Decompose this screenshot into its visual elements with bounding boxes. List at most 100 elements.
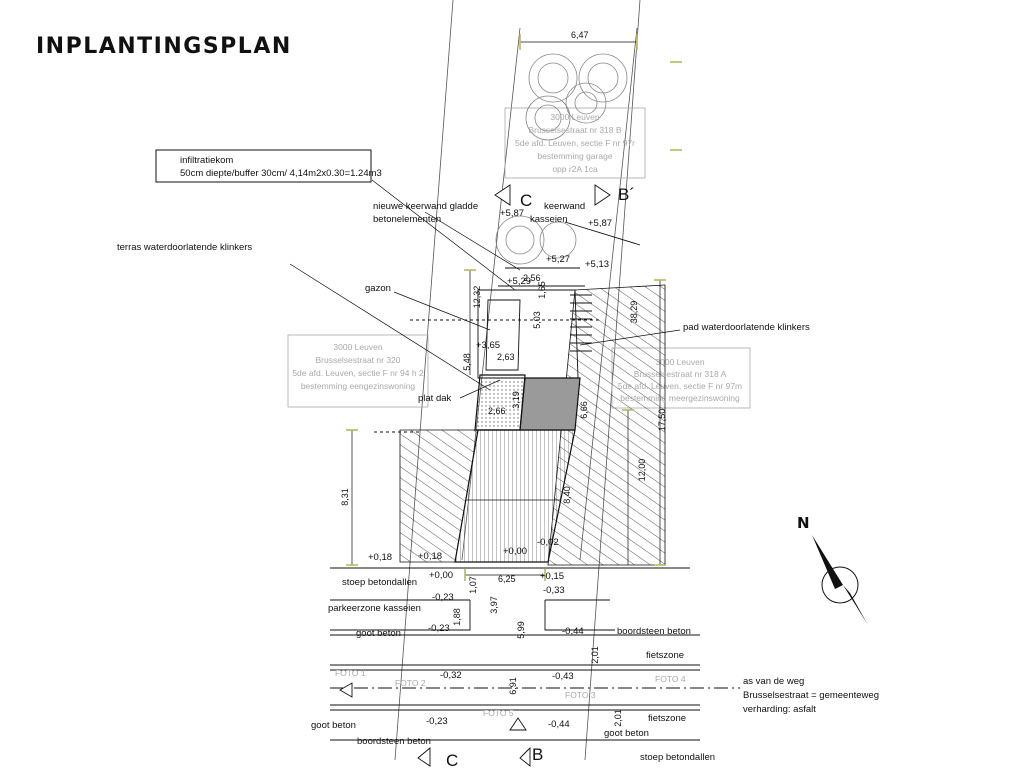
parcel-right-2: 5de afd. Leuven, sectie F nr 97m	[618, 381, 742, 391]
section-arrows	[339, 184, 611, 767]
parcel-top-1: Brusselsestraat nr 318 B	[528, 125, 621, 135]
dim-left-upper: 12,32	[472, 286, 482, 309]
photo-labels: FOTO 1 FOTO 2 FOTO 3 FOTO 4 FOTO 5	[335, 668, 686, 718]
infiltratiekom-box	[155, 149, 372, 183]
level-l7: +0,18	[368, 552, 392, 563]
dimension-lines	[351, 41, 661, 576]
label-parkeerzone: parkeerzone kasseien	[328, 603, 421, 614]
label-plat-dak: plat dak	[418, 393, 452, 404]
dim-garden-e: 2,66	[488, 406, 506, 416]
level-l3: +5,27	[546, 254, 570, 265]
label-stoep: stoep betondallen	[342, 577, 417, 588]
level-l14: -0,44	[562, 626, 584, 637]
section-b-top: B´	[618, 185, 635, 204]
parcel-top-0: 3000 Leuven	[550, 112, 599, 122]
parcel-left-1: Brusselsestraat nr 320	[315, 355, 400, 365]
label-terras: terras waterdoorlatende klinkers	[117, 242, 252, 253]
label-goot-beton-2: goot beton	[311, 720, 356, 731]
label-fietszone-1: fietszone	[646, 650, 684, 661]
label-infiltratiekom: infiltratiekom	[180, 155, 233, 166]
dim-left-lower: 8,31	[340, 488, 350, 506]
level-l12: -0,33	[543, 585, 565, 596]
building-footprint	[454, 374, 581, 563]
photo-label-5: FOTO 5	[483, 708, 514, 718]
section-letters: C B´ B C	[446, 185, 635, 768]
north-arrow: N	[797, 514, 868, 625]
dim-building-side: 6,66	[579, 401, 589, 419]
level-l6: +3,65	[476, 340, 500, 351]
dim-garden-d: 2,63	[497, 352, 515, 362]
north-label: N	[797, 514, 810, 532]
dim-road-b: 6,91	[508, 677, 518, 695]
level-l13: -0,23	[428, 623, 450, 634]
dim-garden-f: 2,56	[523, 273, 541, 283]
label-boordsteen-2: boordsteen beton	[357, 736, 431, 747]
label-boordsteen-1: boordsteen beton	[617, 626, 691, 637]
parcel-texts: 3000 Leuven Brusselsestraat nr 318 B 5de…	[292, 112, 742, 403]
photo-label-3: FOTO 3	[565, 690, 596, 700]
level-l4: +5,13	[585, 259, 609, 270]
dim-front-b: 3,97	[489, 596, 499, 614]
label-goot-beton-1: goot beton	[356, 628, 401, 639]
level-l1: +5,87	[500, 208, 524, 219]
parcel-left-0: 3000 Leuven	[333, 342, 382, 352]
dim-side-lower: 12,00	[637, 459, 647, 482]
level-l19: +0,15	[540, 571, 564, 582]
label-infiltratiekom-detail: 50cm diepte/buffer 30cm/ 4,14m2x0.30=1.2…	[180, 168, 382, 179]
dim-garden-a: 5,48	[462, 353, 472, 371]
parcel-right-3: bestemming meergezinswoning	[620, 393, 740, 403]
parcel-top-4: opp r2A 1ca	[552, 164, 598, 174]
section-b-bottom: B	[532, 745, 543, 764]
dim-front-c: 1,88	[452, 608, 462, 626]
dim-building-mid: 8,40	[562, 486, 572, 504]
label-pad: pad waterdoorlatende klinkers	[683, 322, 810, 333]
label-keerwand-2: betonelementen	[373, 214, 441, 225]
label-keerwand-kasseien-2: kasseien	[530, 214, 568, 225]
label-as-weg: as van de weg	[743, 676, 804, 687]
photo-label-4: FOTO 4	[655, 674, 686, 684]
section-c-top: C	[520, 191, 532, 210]
level-l9: +0,00	[429, 570, 453, 581]
dim-road-a: 2,01	[590, 646, 600, 664]
garden-area	[374, 221, 641, 433]
dim-side-upper: 17,50	[657, 409, 667, 432]
dim-road-c: 2,01	[613, 709, 623, 727]
dim-side-total: 38,29	[629, 301, 639, 324]
label-verharding: verharding: asfalt	[743, 704, 816, 715]
photo-label-1: FOTO 1	[335, 668, 366, 678]
label-stoep-2: stoep betondallen	[640, 752, 715, 763]
annotations: infiltratiekom 50cm diepte/buffer 30cm/ …	[117, 149, 879, 763]
label-keerwand-kasseien: keerwand	[544, 201, 585, 212]
level-l5: +5,29	[507, 276, 531, 287]
level-markers: +5,87 +5,87 +5,27 +5,13 +5,29 +3,65 +0,1…	[368, 208, 612, 730]
parcel-left-2: 5de afd. Leuven, sectie F nr 94 h 2	[292, 368, 424, 378]
level-l8: +0,18	[418, 551, 442, 562]
dim-small-a: 3,19	[511, 391, 521, 409]
tree-symbols	[495, 53, 628, 265]
level-l10: -0,02	[537, 537, 559, 548]
level-l16: -0,43	[552, 671, 574, 682]
label-gazon: gazon	[365, 283, 391, 294]
dimension-ticks	[346, 34, 682, 581]
road-lines	[330, 567, 740, 741]
level-l15: -0,32	[440, 670, 462, 681]
section-c-bottom: C	[446, 751, 458, 768]
page-title: INPLANTINGSPLAN	[36, 34, 292, 59]
dim-garden-c: 1,65	[537, 281, 547, 299]
label-brusselsestraat: Brusselsestraat = gemeenteweg	[743, 690, 879, 701]
level-l11: -0,23	[432, 592, 454, 603]
level-l20: +0,00	[503, 546, 527, 557]
dim-garden-b: 5,03	[532, 311, 542, 329]
parcel-top-3: bestemming garage	[537, 151, 612, 161]
label-fietszone-2: fietszone	[648, 713, 686, 724]
label-goot-beton-3: goot beton	[604, 728, 649, 739]
parcel-left-3: bestemming eengezinswoning	[301, 381, 416, 391]
dimension-values: 6,47 6,25 38,29 17,50 12,00 12,32 8,31 8…	[340, 30, 667, 727]
level-l2: +5,87	[588, 218, 612, 229]
dim-front-d: 5,99	[516, 621, 526, 639]
parcel-right-0: 3000 Leuven	[655, 357, 704, 367]
level-l18: -0,44	[548, 719, 570, 730]
leader-lines	[289, 179, 681, 399]
parcel-top-2: 5de afd. Leuven, sectie F nr 97r	[515, 138, 635, 148]
